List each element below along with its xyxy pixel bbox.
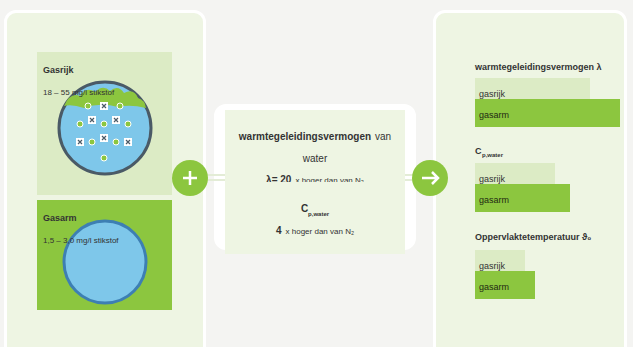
heading-label: C [475, 146, 482, 156]
pipe-gasarm [64, 221, 146, 303]
nitrogen-marks [76, 102, 132, 146]
node-text: gasrijk [479, 89, 505, 99]
node-text: x hoger dan van N₂ [286, 227, 354, 236]
node-text: gasrijk [479, 174, 505, 184]
text-line: Cp,water [229, 196, 401, 218]
node-text: p,water [308, 211, 329, 217]
text-line: 1,5 – 3,0 mg/l stikstof [43, 227, 166, 249]
heading-label: p,water [482, 152, 503, 158]
text-line: Gasarm [43, 205, 166, 227]
node-text: gasarm [479, 195, 509, 205]
text-line: warmtegeleidingsvermogenvan water [229, 124, 401, 167]
text-line: gasarm [479, 102, 616, 124]
bar: gasarm [475, 184, 570, 212]
node-text: warmtegeleidingsvermogen [239, 131, 371, 142]
node-text: gasarm [479, 282, 509, 292]
node-text: 1,5 – 3,0 mg/l stikstof [43, 236, 119, 245]
node-text: 4 [276, 225, 282, 236]
text-line: Gasrijk [43, 57, 166, 79]
text-line: gasarm [479, 187, 566, 209]
gas-bubbles [77, 103, 131, 161]
node-text: Gasarm [43, 213, 77, 223]
bar: gasarm [475, 271, 535, 299]
node-text: gasrijk [479, 261, 505, 271]
heading-label: Oppervlaktetemperatuur ϑ₀ [475, 232, 591, 242]
arrow-sign [422, 172, 438, 184]
text-line: 4 x hoger dan van N₂ [229, 218, 401, 240]
text-line: gasarm [479, 274, 531, 296]
node-text: gasarm [479, 110, 509, 120]
text-line: 18 – 55 mg/l stikstof [43, 79, 166, 101]
bar: gasarm [475, 99, 620, 127]
info-box: Gasarm 1,5 – 3,0 mg/l stikstof [37, 200, 172, 310]
arrow-symbol [412, 160, 448, 196]
gasrijk-ground [37, 52, 172, 195]
info-box: Cp,water 4 x hoger dan van N₂ [225, 182, 405, 254]
node-text: C [301, 203, 308, 214]
heading-label: warmtegeleidingsvermogen λ [475, 62, 602, 72]
plus-symbol [172, 160, 208, 196]
node-text: 18 – 55 mg/l stikstof [43, 88, 114, 97]
plus-sign [183, 171, 197, 185]
info-box: Gasrijk 18 – 55 mg/l stikstof [37, 52, 172, 195]
node-text: Gasrijk [43, 65, 74, 75]
gasarm-ground [37, 200, 172, 310]
